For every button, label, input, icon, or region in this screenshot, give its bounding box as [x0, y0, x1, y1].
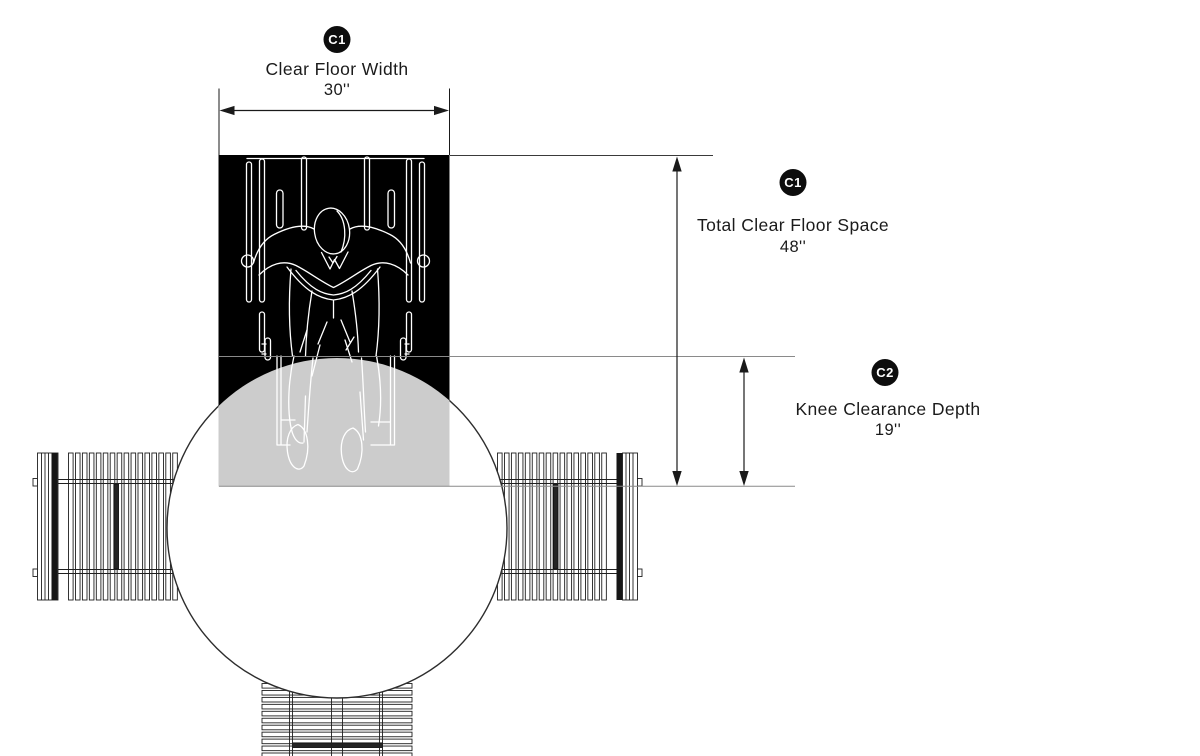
bench-right-backrest [622, 452, 638, 601]
arrowhead-up-icon [672, 156, 682, 172]
figure-torso [286, 266, 381, 377]
callout-label-knee-clearance-depth: Knee Clearance Depth [795, 399, 981, 419]
arrowhead-left-icon [219, 105, 235, 116]
dimension-total-depth-48 [672, 156, 682, 486]
figure-head [313, 207, 351, 255]
figure-left-hand [240, 254, 255, 268]
callout-value-clear-floor-width: 30'' [323, 81, 351, 99]
bench-right-slats [497, 452, 607, 601]
arrowhead-down-icon [672, 471, 682, 486]
dimension-width-30 [218, 88, 450, 155]
arrowhead-right-icon [434, 105, 449, 116]
bench-left-nub [32, 568, 38, 577]
figure-collar [320, 251, 349, 270]
bench-left [32, 452, 178, 601]
dimension-knee-depth-19 [739, 357, 749, 486]
figure-right-hand [416, 254, 431, 268]
reference-lines [219, 155, 795, 487]
bench-right-nub [637, 568, 643, 577]
callout-label-total-clear-floor-space: Total Clear Floor Space [696, 215, 890, 235]
callout-value-knee-clearance-depth: 19'' [874, 421, 902, 439]
extension-lines [218, 88, 450, 155]
bench-left-slats [68, 452, 178, 601]
callout-badge-c1-width: C1 [323, 25, 351, 53]
callout-badge-c1-total: C1 [779, 168, 807, 196]
bench-left-nub [32, 478, 38, 487]
callout-badge-c2-knee: C2 [871, 358, 899, 386]
bench-right-nub [637, 478, 643, 487]
knee-clearance-overlay [218, 358, 450, 487]
callout-value-total-clear-floor-space: 48'' [779, 238, 807, 256]
arrowhead-up-icon [739, 357, 749, 373]
arrowhead-down-icon [739, 471, 749, 486]
callout-label-clear-floor-width: Clear Floor Width [265, 59, 409, 79]
figure-head-shade [336, 210, 346, 253]
bench-right [497, 452, 643, 601]
figure-arms [252, 225, 412, 289]
wheelchair-left-wheel [245, 156, 308, 361]
wheelchair-right-wheel [363, 156, 426, 361]
